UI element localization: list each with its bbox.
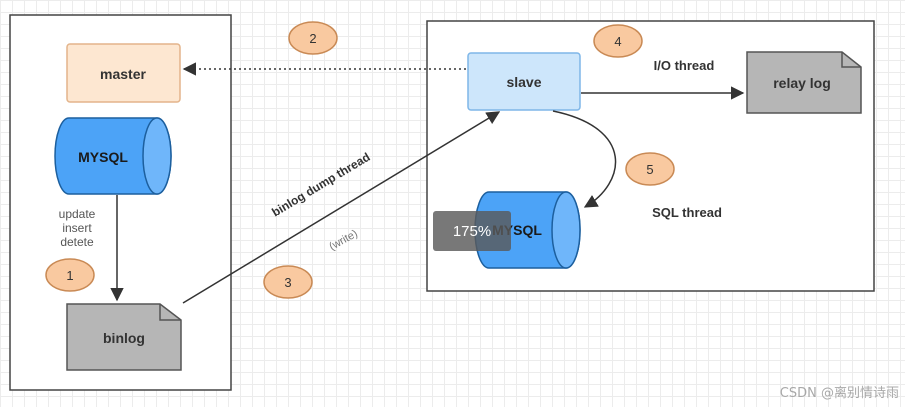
dump-thread-label: binlog dump thread <box>269 150 372 220</box>
master-mysql-cylinder <box>54 117 172 195</box>
slave-label: slave <box>506 74 541 90</box>
op-insert: insert <box>62 221 92 235</box>
sql-thread-arrow <box>552 110 617 208</box>
io-thread-label: I/O thread <box>654 58 715 73</box>
slave-node <box>467 52 581 111</box>
step-1-label: 1 <box>66 268 73 283</box>
step-5-label: 5 <box>646 162 653 177</box>
write-label: (write) <box>327 228 360 253</box>
step-4-label: 4 <box>614 34 621 49</box>
master-node <box>66 43 181 103</box>
binlog-label: binlog <box>103 330 145 346</box>
step-2-label: 2 <box>309 31 316 46</box>
sql-thread-label: SQL thread <box>652 205 722 220</box>
step-3-badge: 3 <box>263 265 313 299</box>
relay-log-doc-fold <box>841 52 861 68</box>
dump-thread-arrow <box>182 111 501 304</box>
master-mysql-label: MYSQL <box>78 149 128 165</box>
step-4-badge: 4 <box>593 24 643 58</box>
relay-log-doc <box>746 51 862 114</box>
step-5-badge: 5 <box>625 152 675 186</box>
master-label: master <box>100 66 146 82</box>
op-update: update <box>59 207 96 221</box>
op-detete: detete <box>60 235 94 249</box>
step-2-badge: 2 <box>288 21 338 55</box>
zoom-level-badge: 175% <box>433 211 511 251</box>
step-1-badge: 1 <box>45 258 95 292</box>
relay-log-label: relay log <box>773 75 831 91</box>
step-3-label: 3 <box>284 275 291 290</box>
binlog-doc-fold <box>159 304 181 321</box>
binlog-doc <box>66 303 182 371</box>
watermark: CSDN @离别情诗雨 <box>779 386 899 401</box>
